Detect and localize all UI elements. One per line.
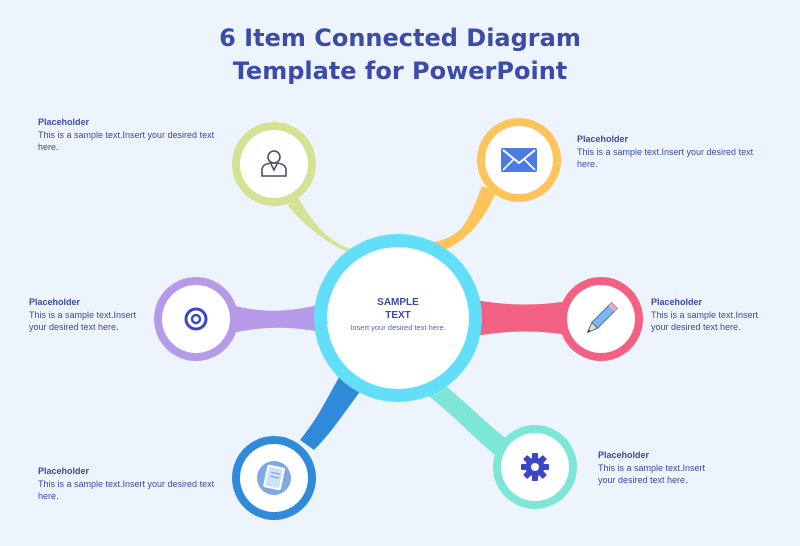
label-bottom-right: Placeholder This is a sample text.Insert… (598, 449, 712, 487)
label-heading: Placeholder (38, 117, 90, 127)
notebook-icon (257, 461, 291, 495)
pencil-icon (586, 302, 618, 334)
center-title: SAMPLE TEXT (350, 296, 446, 322)
label-text: This is a sample text.Insert your desire… (38, 129, 215, 153)
connector-top-right (424, 186, 496, 256)
label-heading: Placeholder (577, 134, 629, 144)
label-text: This is a sample text.Insert your desire… (651, 309, 759, 333)
label-text: This is a sample text.Insert your desire… (38, 478, 215, 502)
label-text: This is a sample text.Insert your desire… (598, 462, 706, 486)
label-top-left: Placeholder This is a sample text.Insert… (38, 116, 228, 154)
center-title-line-2: TEXT (385, 310, 411, 321)
circle-top-left-inner (240, 130, 308, 198)
connector-middle-right (476, 300, 574, 336)
label-heading: Placeholder (598, 450, 650, 460)
gear-icon (521, 453, 549, 481)
label-heading: Placeholder (29, 297, 81, 307)
label-middle-left: Placeholder This is a sample text.Insert… (29, 296, 147, 334)
label-heading: Placeholder (651, 297, 703, 307)
connector-top-left (288, 194, 372, 262)
title-line-1: 6 Item Connected Diagram (219, 24, 581, 52)
center-circle-inner (327, 247, 469, 389)
user-icon (261, 150, 287, 177)
circle-middle-left-inner (162, 285, 230, 353)
center-text: SAMPLE TEXT Insert your desired text her… (350, 296, 446, 333)
label-middle-right: Placeholder This is a sample text.Insert… (651, 296, 769, 334)
label-heading: Placeholder (38, 466, 90, 476)
label-text: This is a sample text.Insert your desire… (577, 146, 754, 170)
connector-middle-left (228, 304, 322, 334)
label-text: This is a sample text.Insert your desire… (29, 309, 137, 333)
target-icon (184, 307, 208, 331)
page-title: 6 Item Connected Diagram Template for Po… (0, 22, 800, 88)
connector-bottom-right (428, 380, 508, 456)
center-description: Insert your desired text here. (350, 323, 446, 332)
title-line-2: Template for PowerPoint (232, 57, 568, 85)
label-top-right: Placeholder This is a sample text.Insert… (577, 133, 767, 171)
label-bottom-left: Placeholder This is a sample text.Insert… (38, 465, 228, 503)
connector-bottom-left (300, 372, 366, 450)
envelope-icon (501, 148, 537, 172)
center-title-line-1: SAMPLE (377, 297, 419, 308)
